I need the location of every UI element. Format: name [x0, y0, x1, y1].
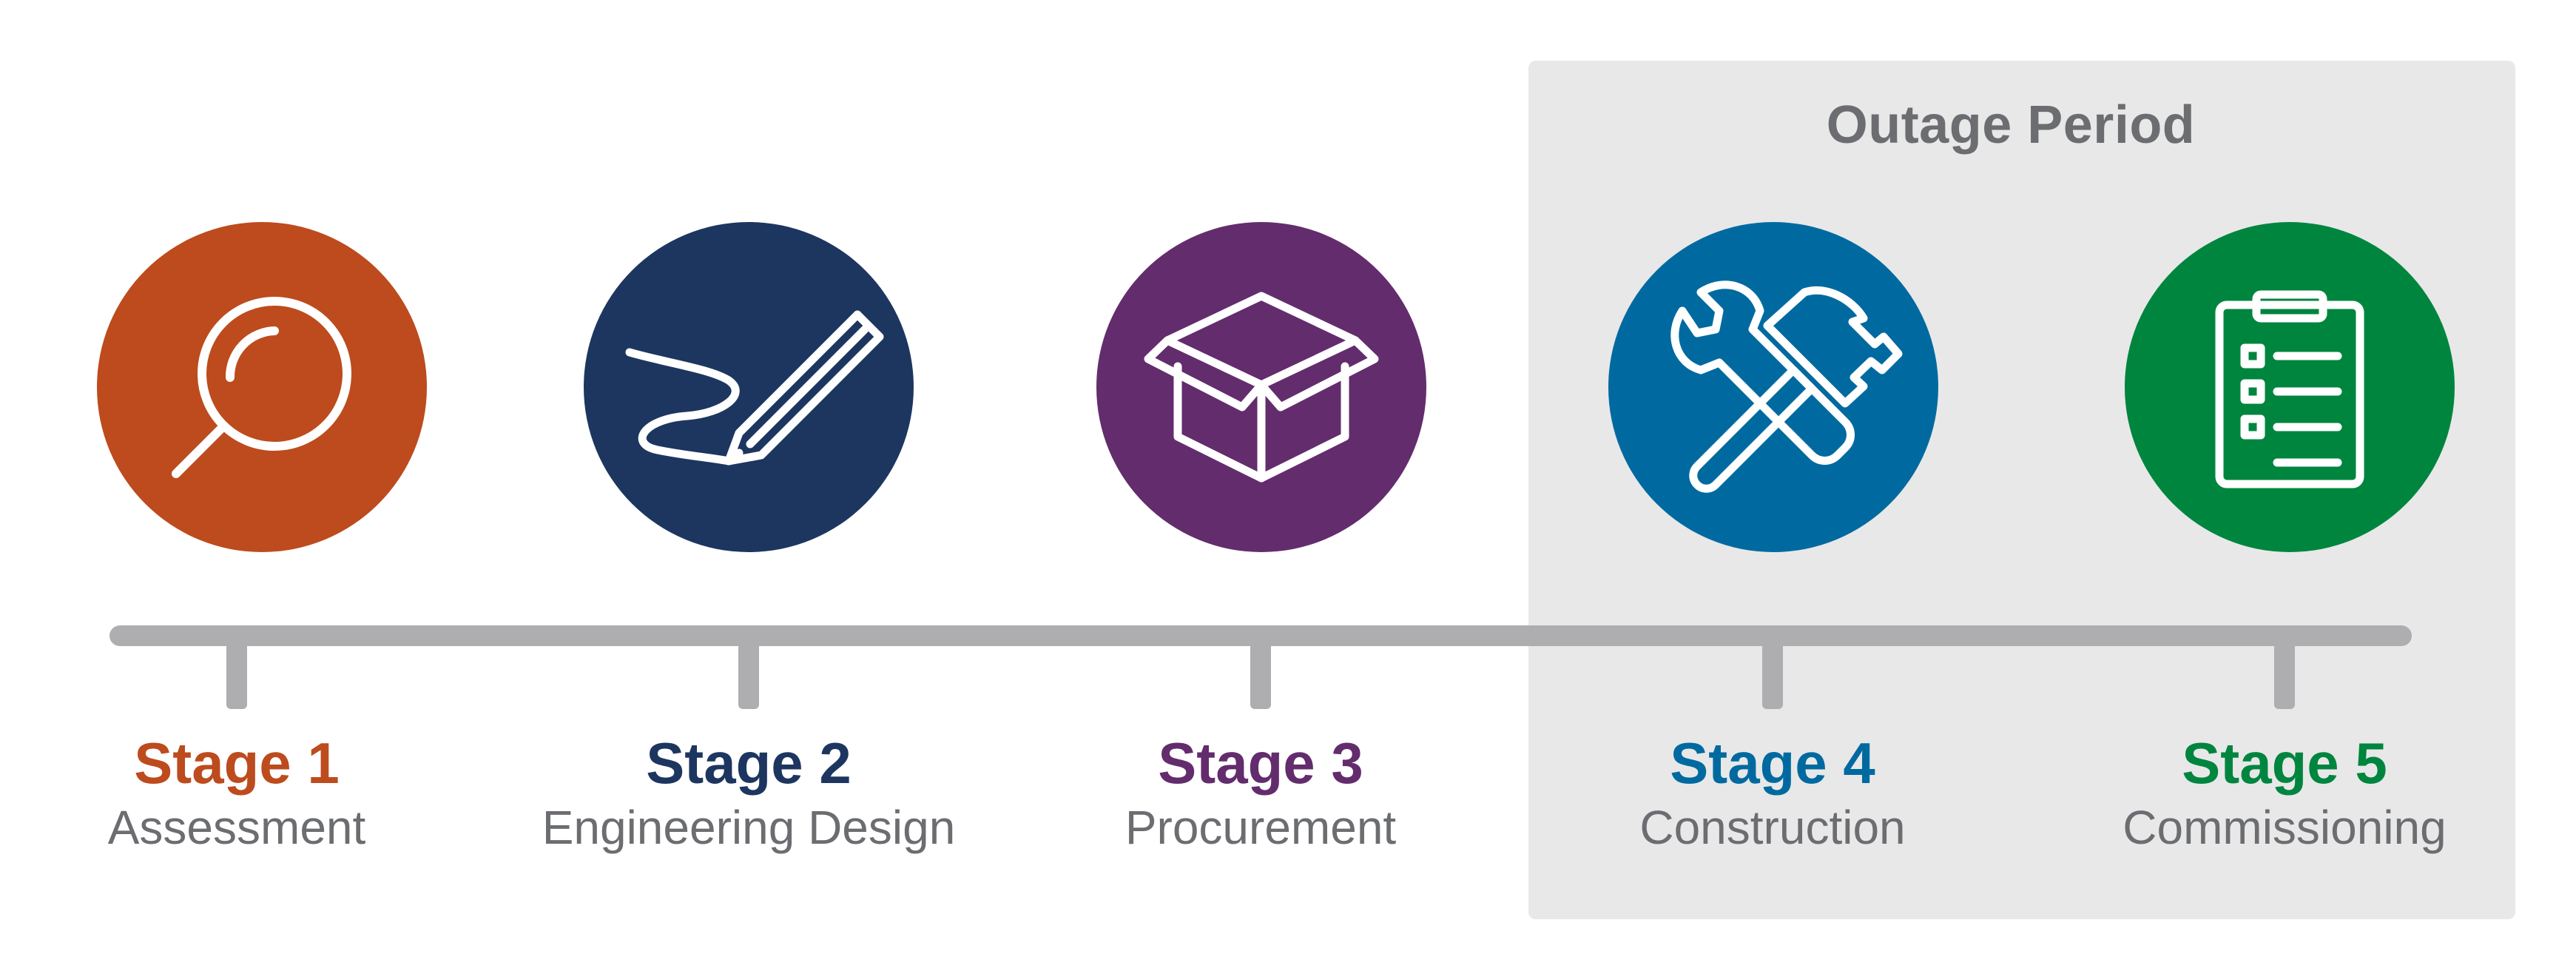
stage-4-circle: [1608, 222, 1938, 552]
stage-1-circle: [97, 222, 427, 552]
stage-2-name: Engineering Design: [542, 801, 956, 854]
pen-signature-icon: [625, 310, 884, 466]
open-box-icon: [1144, 292, 1379, 483]
wrench-hammer-icon: [1670, 281, 1903, 493]
stage-5-label: Stage 5: [2182, 730, 2387, 796]
timeline-tick-1: [226, 642, 247, 709]
timeline-tick-3: [1250, 642, 1271, 709]
outage-period-title: Outage Period: [1826, 95, 2196, 155]
stage-4-name: Construction: [1639, 801, 1906, 854]
stage-3-label: Stage 3: [1158, 730, 1363, 796]
timeline-tick-5: [2274, 642, 2295, 709]
magnifying-glass-icon: [172, 297, 351, 478]
timeline-tick-4: [1762, 642, 1783, 709]
clipboard-checklist-icon: [2215, 290, 2364, 488]
stage-2-label: Stage 2: [646, 730, 852, 796]
timeline-tick-2: [738, 642, 759, 709]
stage-1-name: Assessment: [107, 801, 366, 854]
stage-4-label: Stage 4: [1670, 730, 1875, 796]
stage-3-circle: [1096, 222, 1426, 552]
stage-5-name: Commissioning: [2122, 801, 2447, 854]
stage-1-label: Stage 1: [134, 730, 340, 796]
stage-2-circle: [584, 222, 914, 552]
stage-5-circle: [2125, 222, 2455, 552]
stage-3-name: Procurement: [1125, 801, 1397, 854]
